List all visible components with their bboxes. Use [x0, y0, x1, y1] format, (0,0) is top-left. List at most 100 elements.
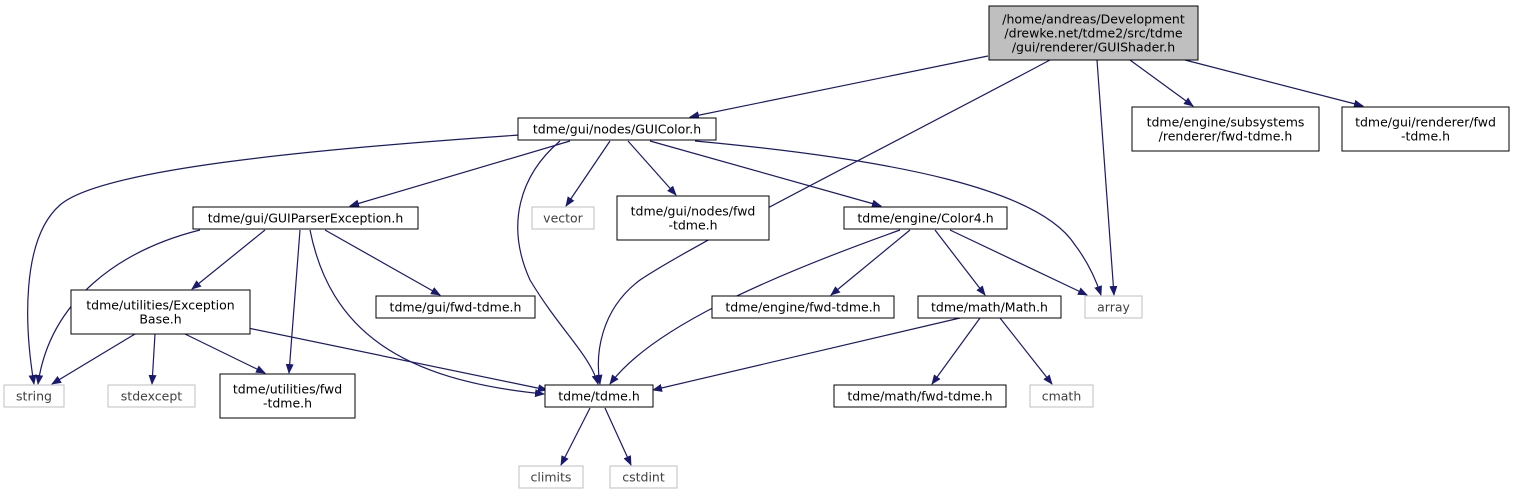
- node-tdme[interactable]: tdme/tdme.h: [544, 384, 654, 408]
- edge-root-rendererfwd: [1184, 59, 1364, 108]
- node-label: cmath: [1042, 389, 1082, 404]
- node-parserexc[interactable]: tdme/gui/GUIParserException.h: [192, 206, 419, 230]
- node-label: vector: [543, 211, 584, 226]
- edge-guicolor-array: [694, 140, 1102, 296]
- node-box: [544, 384, 654, 408]
- node-guicolor[interactable]: tdme/gui/nodes/GUIColor.h: [517, 117, 717, 141]
- edge-parserexc-guifwd: [324, 229, 441, 296]
- node-stdexcept[interactable]: stdexcept: [107, 384, 196, 408]
- node-string[interactable]: string: [3, 384, 65, 408]
- edge-math-tdme: [652, 317, 961, 392]
- edge-guicolor-nodesfwd: [627, 140, 677, 196]
- node-label: -tdme.h: [668, 218, 717, 233]
- edge-parserexc-string: [35, 229, 201, 385]
- node-cmath[interactable]: cmath: [1029, 384, 1094, 408]
- node-label: tdme/engine/fwd-tdme.h: [725, 300, 880, 315]
- node-box: [616, 195, 770, 241]
- edge-root-subsys: [1129, 59, 1194, 107]
- edge-math-mathfwd: [931, 317, 981, 385]
- node-label: tdme/utilities/Exception: [86, 298, 234, 313]
- edge-color4-enginefwd: [830, 229, 911, 296]
- edge-math-cmath: [999, 317, 1053, 385]
- node-label: tdme/math/Math.h: [931, 300, 1048, 315]
- node-label: cstdint: [622, 470, 665, 485]
- node-box: [70, 289, 251, 335]
- node-label: /drewke.net/tdme2/src/tdme: [1004, 26, 1182, 41]
- node-box: [1131, 106, 1320, 152]
- node-math[interactable]: tdme/math/Math.h: [917, 295, 1062, 319]
- edge-parserexc-utilfwd: [285, 229, 301, 374]
- node-renderer_fwd[interactable]: tdme/gui/renderer/fwd-tdme.h: [1341, 106, 1510, 152]
- edge-color4-math: [934, 229, 986, 296]
- edge-root-array: [1096, 59, 1118, 296]
- edge-color4-array: [949, 229, 1088, 296]
- node-label: climits: [531, 470, 572, 485]
- edge-guicolor-tdme: [517, 140, 600, 385]
- node-box: [988, 5, 1199, 61]
- edge-guicolor-vector: [565, 140, 611, 207]
- node-label: string: [16, 389, 52, 404]
- node-box: [609, 465, 678, 489]
- node-vector[interactable]: vector: [531, 206, 595, 230]
- edge-root-guicolor: [689, 55, 989, 120]
- node-label: stdexcept: [121, 389, 182, 404]
- node-layer: /home/andreas/Development/drewke.net/tdm…: [3, 5, 1510, 489]
- node-label: tdme/tdme.h: [558, 389, 640, 404]
- node-label: /home/andreas/Development: [1002, 12, 1185, 27]
- node-cstdint[interactable]: cstdint: [609, 465, 678, 489]
- node-label: tdme/engine/Color4.h: [857, 211, 993, 226]
- edge-parserexc-tdme: [309, 229, 545, 398]
- node-box: [1084, 295, 1143, 319]
- node-label: tdme/gui/nodes/fwd: [631, 204, 756, 219]
- node-box: [711, 295, 895, 319]
- node-box: [1341, 106, 1510, 152]
- edge-tdme-cstdint: [604, 407, 632, 466]
- edge-parserexc-excbase: [191, 229, 266, 290]
- node-box: [517, 117, 717, 141]
- node-label: Base.h: [139, 312, 181, 327]
- edge-guicolor-string: [27, 134, 521, 385]
- node-box: [375, 295, 536, 319]
- node-array[interactable]: array: [1084, 295, 1143, 319]
- edge-excbase-stdexcept: [148, 333, 157, 385]
- edge-guicolor-parserexc: [349, 140, 571, 208]
- node-box: [518, 465, 584, 489]
- node-label: tdme/utilities/fwd: [233, 382, 342, 397]
- node-box: [843, 206, 1008, 230]
- node-box: [219, 373, 356, 419]
- edge-excbase-utilfwd: [184, 333, 266, 374]
- node-nodes_fwd[interactable]: tdme/gui/nodes/fwd-tdme.h: [616, 195, 770, 241]
- node-label: tdme/gui/fwd-tdme.h: [390, 300, 522, 315]
- node-root[interactable]: /home/andreas/Development/drewke.net/tdm…: [988, 5, 1199, 61]
- edge-root-tdme: [594, 59, 1051, 385]
- edge-guicolor-color4: [649, 140, 882, 208]
- edge-excbase-string: [51, 333, 136, 385]
- node-math_fwd[interactable]: tdme/math/fwd-tdme.h: [833, 384, 1007, 408]
- node-label: tdme/engine/subsystems: [1147, 115, 1305, 130]
- node-gui_fwd[interactable]: tdme/gui/fwd-tdme.h: [375, 295, 536, 319]
- edge-tdme-climits: [560, 407, 591, 466]
- node-box: [833, 384, 1007, 408]
- node-box: [192, 206, 419, 230]
- node-label: tdme/math/fwd-tdme.h: [847, 389, 992, 404]
- node-label: tdme/gui/GUIParserException.h: [208, 211, 404, 226]
- node-label: /gui/renderer/GUIShader.h: [1012, 40, 1175, 55]
- node-label: tdme/gui/renderer/fwd: [1355, 115, 1496, 130]
- node-color4[interactable]: tdme/engine/Color4.h: [843, 206, 1008, 230]
- node-box: [3, 384, 65, 408]
- edge-layer: [27, 55, 1364, 466]
- node-engine_fwd[interactable]: tdme/engine/fwd-tdme.h: [711, 295, 895, 319]
- node-box: [1029, 384, 1094, 408]
- node-label: array: [1097, 300, 1130, 315]
- node-box: [531, 206, 595, 230]
- node-box: [107, 384, 196, 408]
- node-climits[interactable]: climits: [518, 465, 584, 489]
- node-util_fwd[interactable]: tdme/utilities/fwd-tdme.h: [219, 373, 356, 419]
- node-label: tdme/gui/nodes/GUIColor.h: [533, 122, 701, 137]
- node-label: -tdme.h: [263, 396, 312, 411]
- node-label: /renderer/fwd-tdme.h: [1159, 129, 1293, 144]
- node-label: -tdme.h: [1401, 129, 1450, 144]
- node-subsys_fwd[interactable]: tdme/engine/subsystems/renderer/fwd-tdme…: [1131, 106, 1320, 152]
